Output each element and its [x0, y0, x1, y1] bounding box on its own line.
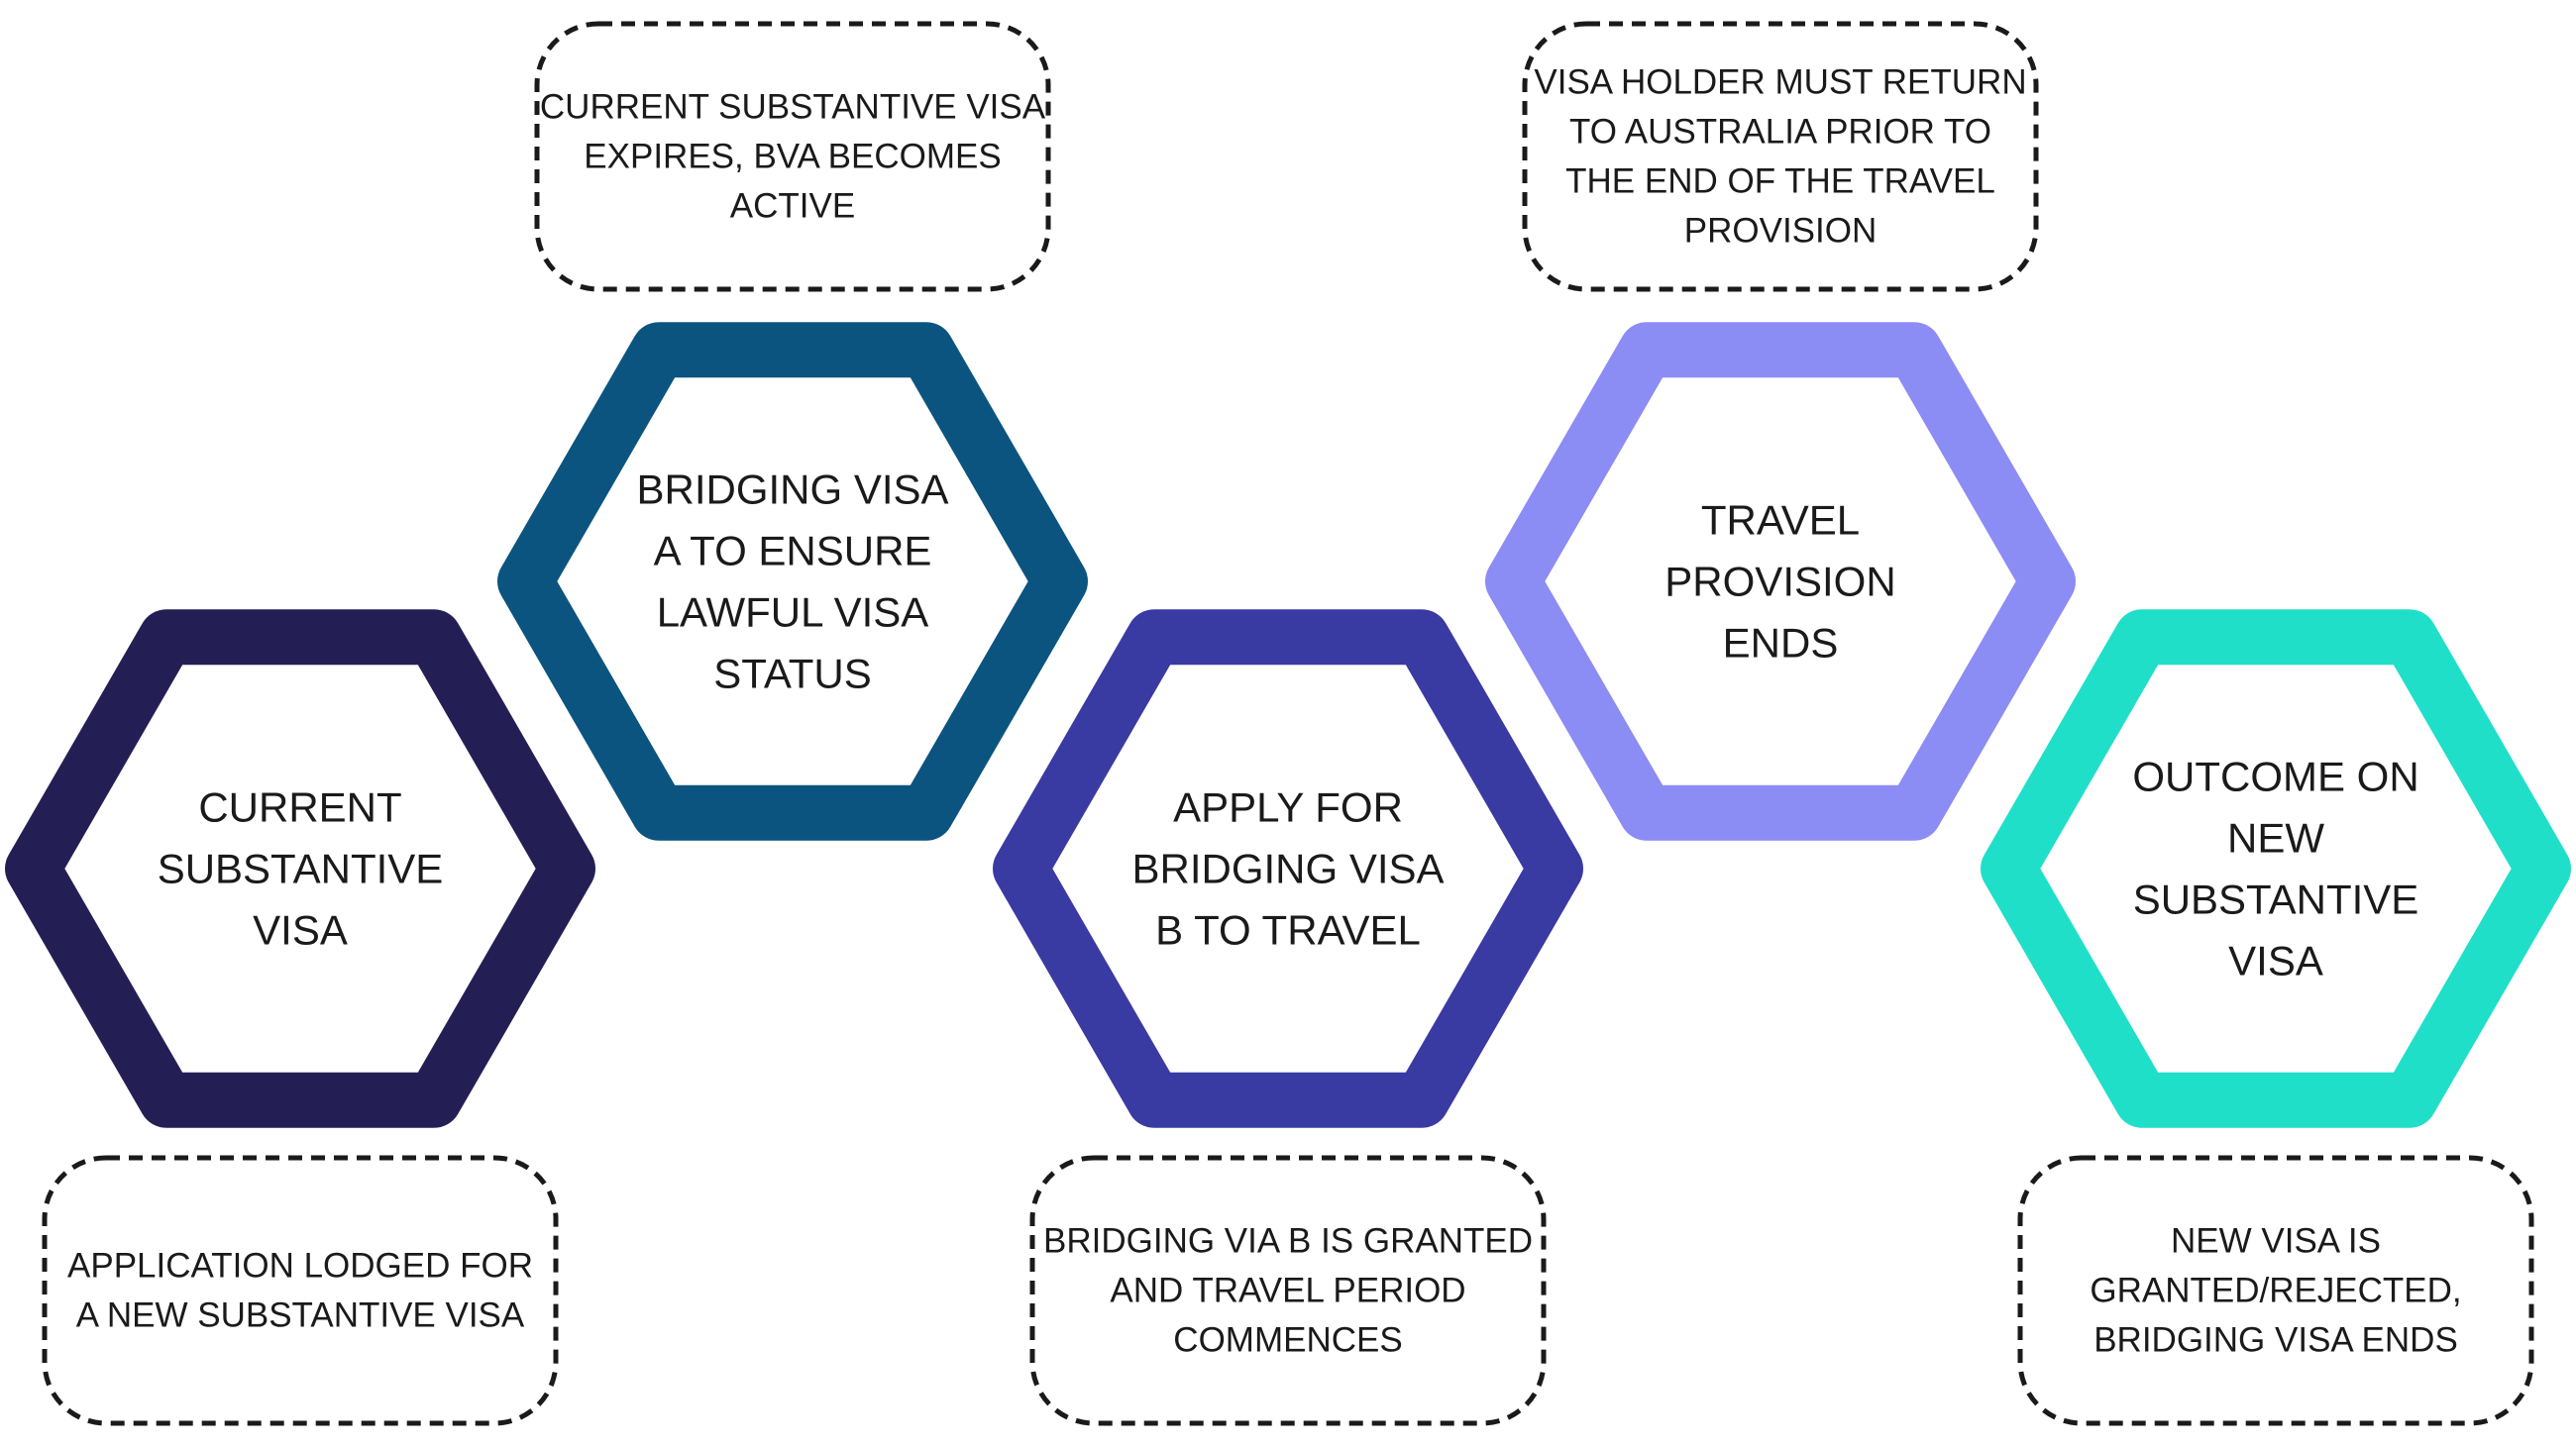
step-outcome-new-substantive-visa: NEW VISA IS GRANTED/REJECTED, BRIDGING VIS…	[1981, 609, 2571, 1426]
hexagon-current-substantive-visa: CURRENT SUBSTANTIVE VISA	[5, 609, 595, 1128]
step-current-substantive-visa: APPLICATION LODGED FOR A NEW SUBSTANTIVE …	[5, 609, 595, 1426]
hexagon-ring	[497, 322, 1088, 841]
note-text-line: THE END OF THE TRAVEL	[1565, 162, 1995, 201]
hexagon-label-line: OUTCOME ON	[2132, 754, 2418, 800]
hexagon-label-line: BRIDGING VISA	[636, 466, 948, 513]
hexagon-label-line: SUBSTANTIVE	[158, 846, 444, 892]
hexagon-label-line: APPLY FOR	[1173, 784, 1403, 831]
note-text-line: CURRENT SUBSTANTIVE VISA	[540, 88, 1046, 127]
note-text-line: GRANTED/REJECTED,	[2090, 1272, 2461, 1310]
note-box	[1522, 21, 2039, 292]
note-bridging-visa-a: CURRENT SUBSTANTIVE VISA EXPIRES, BVA BEC…	[534, 21, 1051, 292]
note-text-line: BRIDGING VISA ENDS	[2093, 1321, 2458, 1360]
note-text-line: APPLICATION LODGED FOR	[67, 1247, 533, 1286]
note-text-line: A NEW SUBSTANTIVE VISA	[76, 1296, 525, 1335]
hexagon-label-line: TRAVEL	[1701, 497, 1860, 544]
hexagon-ring	[5, 609, 595, 1128]
hexagon-ring	[1981, 609, 2571, 1128]
hexagon-outcome-new-substantive-visa: OUTCOME ON NEW SUBSTANTIVE VISA	[1981, 609, 2571, 1128]
note-text-line: EXPIRES, BVA BECOMES	[584, 138, 1001, 176]
note-travel-provision-ends: VISA HOLDER MUST RETURN TO AUSTRALIA PRIO…	[1522, 21, 2039, 292]
note-text-line: ACTIVE	[730, 187, 855, 226]
note-text-line: NEW VISA IS	[2171, 1222, 2381, 1261]
hexagon-bridging-visa-a: BRIDGING VISA A TO ENSURE LAWFUL VISA STATU…	[497, 322, 1088, 841]
note-text-line: PROVISION	[1684, 212, 1877, 251]
note-box	[42, 1155, 559, 1426]
hexagon-ring	[1485, 322, 2076, 841]
note-apply-bridging-visa-b: BRIDGING VIA B IS GRANTED AND TRAVEL PERI…	[1029, 1155, 1547, 1426]
hexagon-label-line: VISA	[2228, 938, 2323, 984]
note-text-line: VISA HOLDER MUST RETURN	[1534, 63, 2026, 102]
note-current-substantive-visa: APPLICATION LODGED FOR A NEW SUBSTANTIVE …	[42, 1155, 559, 1426]
hexagon-apply-bridging-visa-b: APPLY FOR BRIDGING VISA B TO TRAVEL	[993, 609, 1583, 1128]
hexagon-label-line: PROVISION	[1664, 559, 1895, 605]
note-text-line: AND TRAVEL PERIOD	[1110, 1272, 1465, 1310]
hexagon-label-line: B TO TRAVEL	[1155, 907, 1421, 954]
hexagon-label-line: SUBSTANTIVE	[2133, 877, 2419, 923]
note-text-line: COMMENCES	[1173, 1321, 1402, 1360]
step-travel-provision-ends: VISA HOLDER MUST RETURN TO AUSTRALIA PRIO…	[1485, 21, 2076, 841]
hexagon-label-line: CURRENT	[198, 784, 401, 831]
hexagon-label-line: A TO ENSURE	[654, 528, 932, 574]
hexagon-label-line: STATUS	[713, 651, 871, 697]
hexagon-travel-provision-ends: TRAVEL PROVISION ENDS	[1485, 322, 2076, 841]
hexagon-label-line: VISA	[253, 907, 348, 954]
note-box	[1029, 1155, 1547, 1426]
step-bridging-visa-a: CURRENT SUBSTANTIVE VISA EXPIRES, BVA BEC…	[497, 21, 1088, 841]
hexagon-label-line: BRIDGING VISA	[1131, 846, 1444, 892]
hexagon-ring	[993, 609, 1583, 1128]
hexagon-label-line: NEW	[2227, 815, 2324, 862]
note-text-line: BRIDGING VIA B IS GRANTED	[1043, 1222, 1533, 1261]
note-box	[534, 21, 1051, 292]
hexagon-label-line: LAWFUL VISA	[657, 589, 929, 636]
note-outcome-new-substantive-visa: NEW VISA IS GRANTED/REJECTED, BRIDGING VIS…	[2017, 1155, 2534, 1426]
hexagon-label-line: ENDS	[1723, 620, 1839, 667]
note-box	[2017, 1155, 2534, 1426]
note-text-line: TO AUSTRALIA PRIOR TO	[1569, 113, 1991, 152]
step-apply-bridging-visa-b: BRIDGING VIA B IS GRANTED AND TRAVEL PERI…	[993, 609, 1583, 1426]
